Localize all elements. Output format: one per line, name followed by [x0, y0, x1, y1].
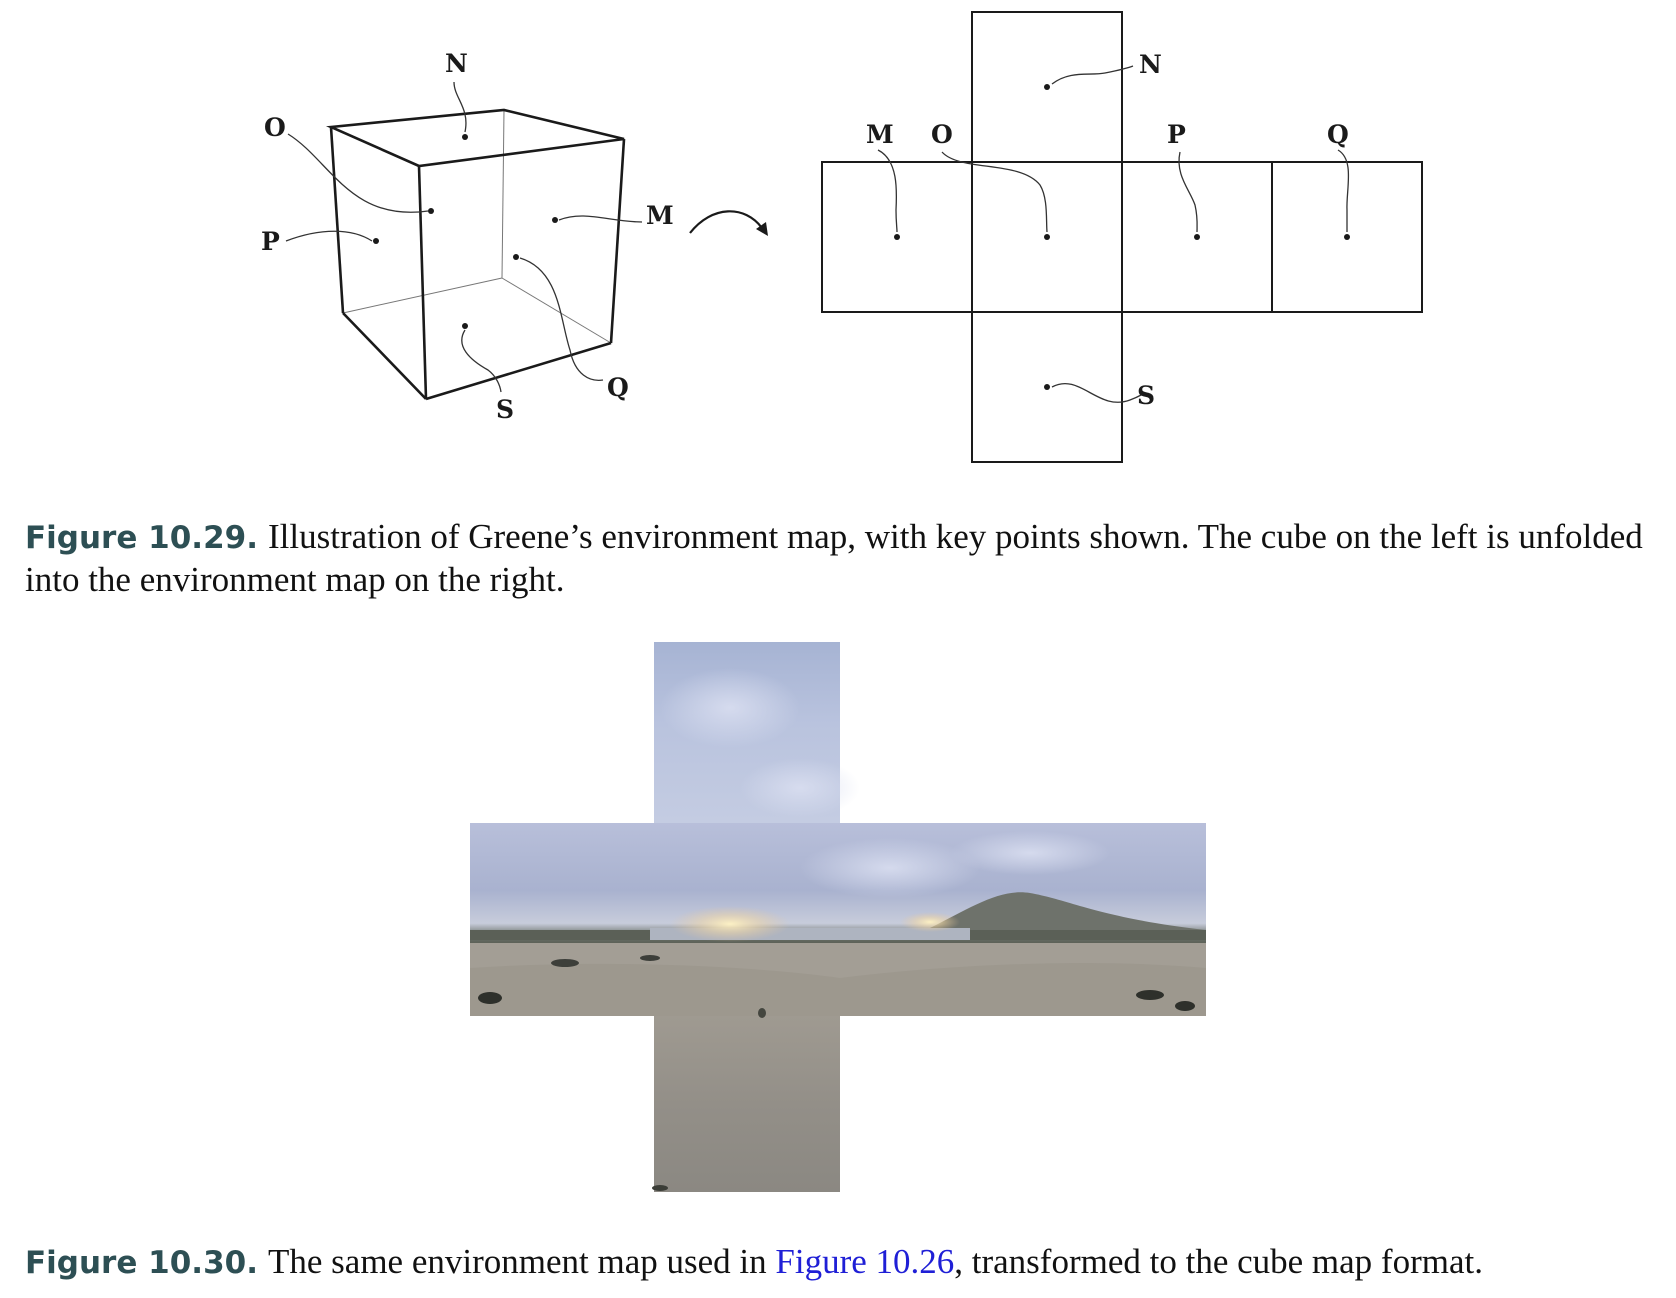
- leader-o: [287, 133, 429, 213]
- leader-q: [519, 257, 604, 381]
- point-p: [373, 238, 379, 244]
- unfolded-label-q: Q: [1327, 120, 1349, 149]
- unfolded-label-s: S: [1137, 381, 1155, 410]
- cube-edge: [329, 126, 345, 314]
- figure-10-29-diagram: N O P M S Q M O N P Q S: [261, 11, 1423, 463]
- point-n: [462, 134, 468, 140]
- unfolded-label-o: O: [931, 120, 953, 149]
- unfold-arrow-curve: [689, 210, 763, 234]
- unfolded-cube-map: [821, 11, 1423, 463]
- unfolded-point-s: [1044, 384, 1050, 390]
- cube-key-points: [373, 134, 558, 329]
- unfolded-leaders: [877, 65, 1350, 403]
- cube-label-o: O: [264, 113, 286, 142]
- figure-10-30-caption-text-after: , transformed to the cube map format.: [954, 1242, 1483, 1281]
- unfolded-leader-m: [877, 149, 898, 233]
- rock: [652, 1185, 668, 1191]
- unfold-arrow-head: [756, 222, 768, 236]
- cloud: [660, 668, 800, 748]
- beach-shadow: [470, 962, 1206, 1016]
- cubemap-bottom-face: [654, 1016, 840, 1192]
- point-o: [428, 208, 434, 214]
- figure-10-30-caption-text-before: The same environment map used in: [268, 1242, 767, 1281]
- figure-10-30-caption: Figure 10.30. The same environment map us…: [25, 1241, 1655, 1284]
- cube-3d: [325, 108, 626, 401]
- rock: [758, 1008, 766, 1018]
- point-s: [462, 323, 468, 329]
- leader-n: [453, 81, 467, 133]
- rock: [551, 959, 579, 967]
- face-bottom: [971, 311, 1123, 463]
- cloud: [800, 838, 980, 898]
- cube-label-s: S: [496, 395, 514, 424]
- cube-top-face: [325, 108, 625, 168]
- cube-edge: [417, 165, 428, 400]
- cube-edge: [609, 138, 626, 344]
- cloud: [740, 758, 860, 818]
- point-m: [552, 217, 558, 223]
- cube-label-q: Q: [607, 373, 629, 402]
- leader-m: [558, 215, 643, 223]
- rock: [1136, 990, 1164, 1000]
- unfolded-label-n: N: [1139, 50, 1162, 79]
- unfolded-key-points: [894, 84, 1350, 390]
- cube-edge: [425, 341, 612, 401]
- leader-p: [285, 230, 373, 242]
- sun-glow: [670, 906, 790, 942]
- cube-label-n: N: [445, 49, 468, 78]
- figure-10-29-caption: Figure 10.29.Illustration of Greene’s en…: [25, 516, 1655, 601]
- unfolded-point-m: [894, 234, 900, 240]
- unfold-arrow: [689, 210, 768, 236]
- unfolded-point-n: [1044, 84, 1050, 90]
- cube-hidden-edge: [501, 277, 612, 344]
- figure-10-29-caption-text: Illustration of Greene’s environment map…: [25, 517, 1643, 599]
- figure-10-30-caption-label: Figure 10.30.: [25, 1245, 258, 1281]
- cube-edge: [342, 312, 427, 400]
- figure-10-30-cube-map-image: [470, 642, 1206, 1192]
- unfolded-leader-n: [1051, 65, 1134, 85]
- figure-10-26-link[interactable]: Figure 10.26: [775, 1242, 955, 1281]
- cloud: [950, 831, 1110, 875]
- unfolded-point-o: [1044, 234, 1050, 240]
- cube-label-m: M: [646, 201, 674, 230]
- rock: [478, 992, 502, 1004]
- figure-10-29-caption-label: Figure 10.29.: [25, 520, 258, 556]
- unfolded-leader-q: [1337, 149, 1350, 232]
- unfolded-point-p: [1194, 234, 1200, 240]
- unfolded-label-m: M: [866, 120, 894, 149]
- point-q: [513, 254, 519, 260]
- rock: [1175, 1001, 1195, 1011]
- cube-label-p: P: [261, 227, 280, 256]
- hill-silhouette: [930, 892, 1206, 938]
- sun-glow-right: [900, 912, 960, 932]
- unfolded-point-q: [1344, 234, 1350, 240]
- cube-leaders: [285, 81, 643, 393]
- unfolded-leader-p: [1178, 151, 1198, 233]
- cube-hidden-edge: [501, 109, 505, 279]
- leader-s: [461, 329, 502, 393]
- rock: [640, 955, 660, 961]
- unfolded-label-p: P: [1167, 120, 1186, 149]
- unfolded-leader-o: [941, 151, 1048, 233]
- unfolded-leader-s: [1051, 382, 1144, 403]
